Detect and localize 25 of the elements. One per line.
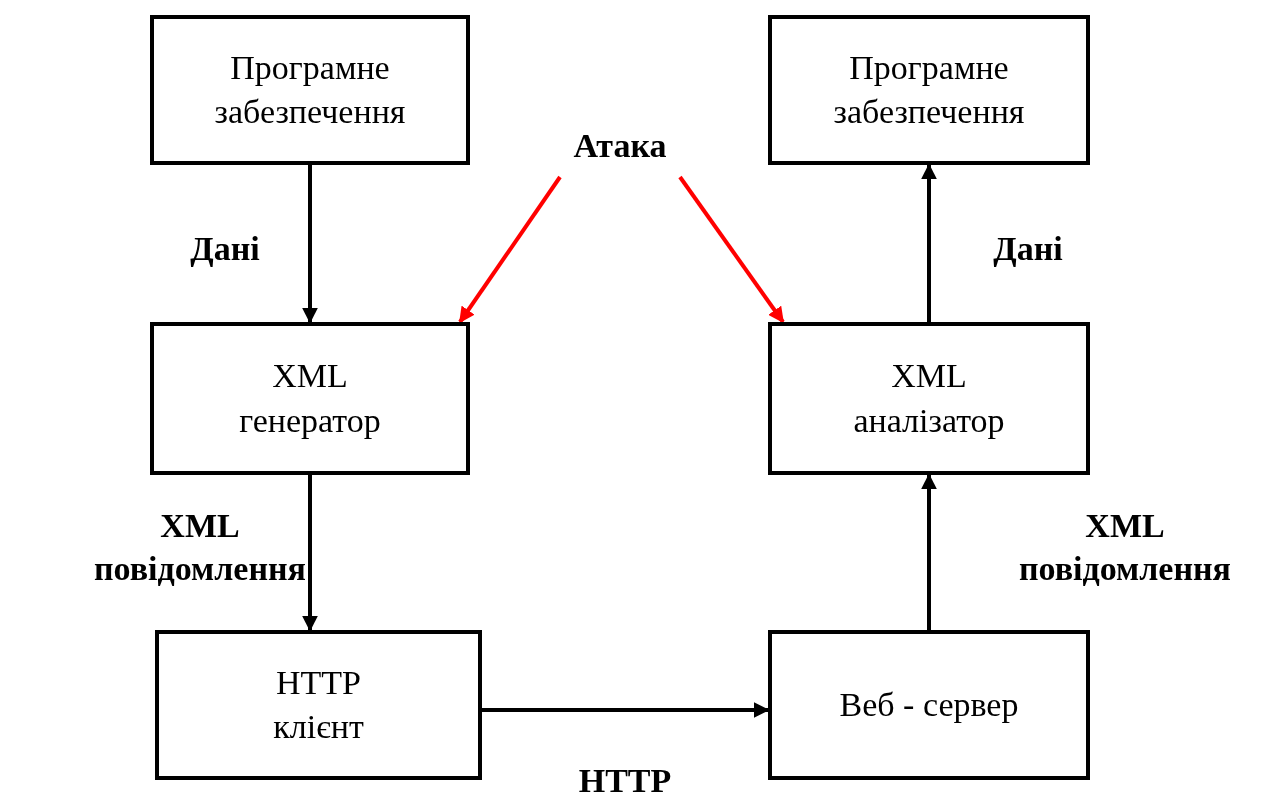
- edge-label: Дані: [992, 229, 1064, 269]
- attack-label: Атака: [573, 125, 667, 166]
- process-box: [150, 15, 470, 165]
- process-box: [768, 15, 1090, 165]
- process-box: [150, 322, 470, 475]
- process-box: [155, 630, 482, 780]
- box-label: HTTP клієнт: [272, 662, 365, 747]
- arrow: [921, 473, 937, 630]
- arrow: [302, 165, 318, 324]
- arrow: [302, 475, 318, 632]
- box-label: Веб - сервер: [839, 684, 1019, 725]
- box-label: XML аналізатор: [852, 356, 1006, 441]
- process-box: [768, 322, 1090, 475]
- box-label: Програмне забезпечення: [832, 47, 1026, 132]
- process-box: [768, 630, 1090, 780]
- edge-label: XML повідомлення: [93, 506, 307, 589]
- arrow: [482, 702, 770, 718]
- box-label: XML генератор: [238, 356, 382, 441]
- edge-label: HTTP: [577, 761, 673, 801]
- arrow: [678, 175, 785, 324]
- arrow: [921, 163, 937, 322]
- edge-label: XML повідомлення: [1018, 506, 1232, 589]
- box-label: Програмне забезпечення: [213, 47, 407, 132]
- edge-label: Дані: [189, 229, 261, 269]
- arrow: [458, 175, 562, 324]
